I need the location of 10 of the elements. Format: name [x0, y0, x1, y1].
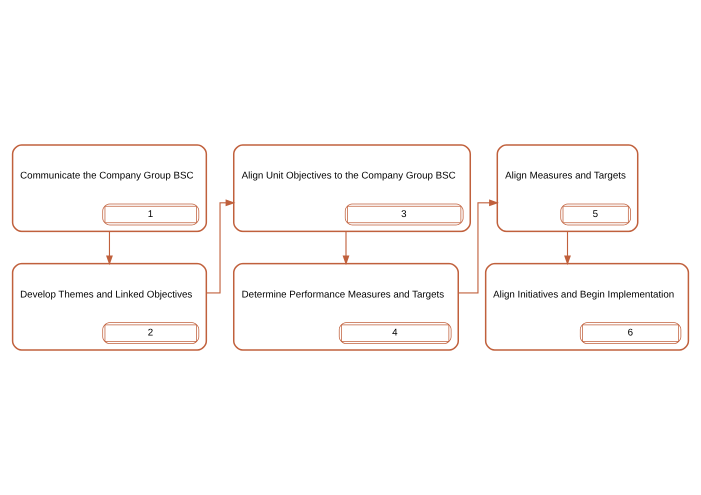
node-box: Develop Themes and Linked Objectives 2	[12, 262, 208, 351]
node-box: Align Initiatives and Begin Implementation 6	[484, 262, 690, 351]
arrow	[106, 232, 113, 266]
node-box: Communicate the Company Group BSC 1	[12, 144, 208, 232]
node-box: Determine Performance Measures and Targets 4	[232, 262, 459, 351]
arrow	[564, 232, 571, 266]
node-box: Align Measures and Targets 5	[496, 144, 638, 232]
arrow	[458, 199, 499, 294]
node-box: Align Unit Objectives to the Company Group BSC 3	[232, 144, 472, 232]
arrow	[342, 232, 350, 266]
